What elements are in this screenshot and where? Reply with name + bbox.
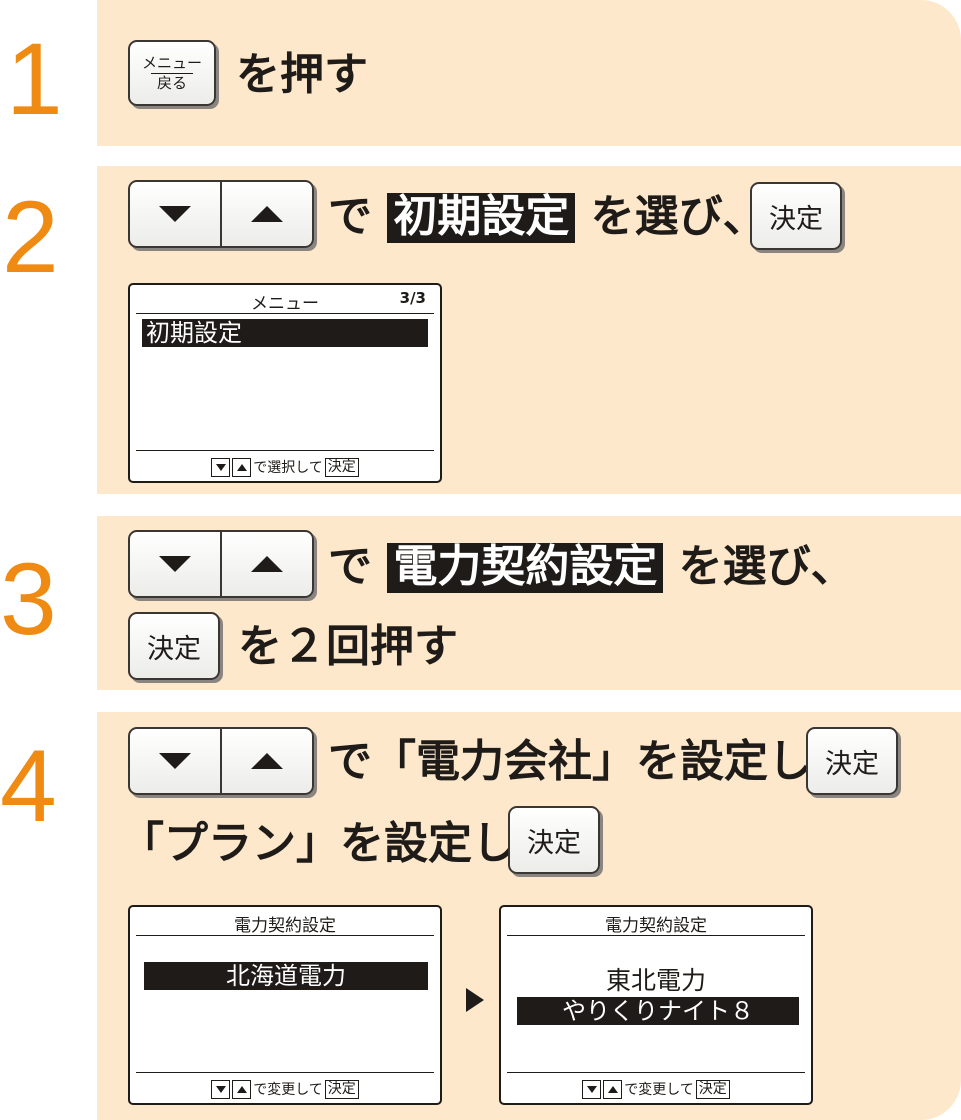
menu-screen-top-rule xyxy=(136,313,434,314)
contract-screen-title: 電力契約設定 xyxy=(234,916,336,936)
up-button[interactable] xyxy=(220,729,312,793)
step-3-instruction: で 電力契約設定 を選び、 xyxy=(328,543,855,593)
step-4-instruction-line-2: 「プラン」を設定し、 xyxy=(120,818,560,869)
footer-down-icon xyxy=(211,457,231,477)
menu-screen-footer: で選択して 決定 xyxy=(130,457,440,477)
footer-down-icon xyxy=(582,1079,602,1099)
power-company-value: 東北電力 xyxy=(605,966,706,995)
footer-up-icon xyxy=(232,1079,252,1099)
next-arrow-icon xyxy=(466,988,484,1012)
step-4-instruction-line-1: で「電力会社」を設定し、 xyxy=(328,736,856,787)
step-3-instruction-line-2: を２回押す xyxy=(238,621,458,672)
up-arrow-icon xyxy=(251,206,283,222)
down-arrow-icon xyxy=(159,753,191,769)
menu-footer-text: で選択して xyxy=(253,460,323,476)
decide-button-label: 決定 xyxy=(527,827,581,859)
menu-selected-item: 初期設定 xyxy=(142,319,428,347)
contract-screen-top-rule xyxy=(136,935,434,936)
contract-screen-footer: で変更して 決定 xyxy=(130,1079,440,1099)
contract-footer-key: 決定 xyxy=(695,1079,730,1099)
up-button[interactable] xyxy=(220,532,312,596)
footer-down-icon xyxy=(211,1079,231,1099)
step-1-panel xyxy=(97,0,961,146)
contract-screen-bottom-rule xyxy=(507,1072,805,1073)
down-arrow-icon xyxy=(159,556,191,572)
footer-up-icon xyxy=(603,1079,623,1099)
power-company-selected: 北海道電力 xyxy=(144,962,428,990)
contract-screen-footer: で変更して 決定 xyxy=(501,1079,811,1099)
contract-screen-before: 電力契約設定 北海道電力 で変更して 決定 xyxy=(128,905,442,1105)
step-3-highlight: 電力契約設定 xyxy=(387,543,664,593)
up-button[interactable] xyxy=(220,182,312,246)
decide-button-label: 決定 xyxy=(147,633,201,665)
menu-screen-page: 3/3 xyxy=(399,289,426,307)
decide-button[interactable]: 決定 xyxy=(806,727,898,795)
down-button[interactable] xyxy=(130,182,220,246)
contract-footer-key: 決定 xyxy=(324,1079,359,1099)
decide-button[interactable]: 決定 xyxy=(508,806,600,874)
contract-footer-text: で変更して xyxy=(253,1082,323,1098)
down-button[interactable] xyxy=(130,532,220,596)
menu-footer-key: 決定 xyxy=(324,457,359,477)
step-number-3: 3 xyxy=(0,542,57,656)
decide-button[interactable]: 決定 xyxy=(128,612,220,680)
decide-button-label: 決定 xyxy=(825,748,879,780)
step-2-instruction: で 初期設定 を選び、 xyxy=(328,193,767,243)
footer-up-icon xyxy=(232,457,252,477)
step-1-instruction: を押す xyxy=(236,49,368,100)
step-3-after: を選び、 xyxy=(678,541,855,592)
step-3-de: で xyxy=(328,541,372,592)
down-arrow-icon xyxy=(159,206,191,222)
step-2-arrow-keys xyxy=(128,180,314,248)
step-number-2: 2 xyxy=(2,180,59,294)
down-button[interactable] xyxy=(130,729,220,793)
menu-screen: メニュー 3/3 初期設定 で選択して 決定 xyxy=(128,283,442,483)
contract-screen-title: 電力契約設定 xyxy=(605,916,707,936)
step-number-4: 4 xyxy=(0,729,57,843)
contract-footer-text: で変更して xyxy=(624,1082,694,1098)
menu-button-label: メニュー xyxy=(141,54,202,72)
menu-screen-bottom-rule xyxy=(136,450,434,451)
step-2-after: を選び、 xyxy=(590,191,767,242)
contract-screen-top-rule xyxy=(507,935,805,936)
up-arrow-icon xyxy=(251,556,283,572)
step-3-arrow-keys xyxy=(128,530,314,598)
contract-screen-bottom-rule xyxy=(136,1072,434,1073)
menu-back-button[interactable]: メニュー 戻る xyxy=(128,40,216,106)
back-button-label: 戻る xyxy=(156,73,187,92)
contract-screen-after: 電力契約設定 東北電力 やりくりナイト８ で変更して 決定 xyxy=(499,905,813,1105)
menu-screen-title: メニュー xyxy=(251,294,319,314)
menu-button-divider xyxy=(150,72,193,74)
decide-button-label: 決定 xyxy=(769,203,823,235)
up-arrow-icon xyxy=(251,753,283,769)
plan-selected: やりくりナイト８ xyxy=(517,997,799,1025)
step-4-arrow-keys xyxy=(128,727,314,795)
decide-button[interactable]: 決定 xyxy=(750,182,842,250)
step-2-highlight: 初期設定 xyxy=(387,193,576,243)
step-2-de: で xyxy=(328,191,372,242)
step-number-1: 1 xyxy=(6,22,63,136)
